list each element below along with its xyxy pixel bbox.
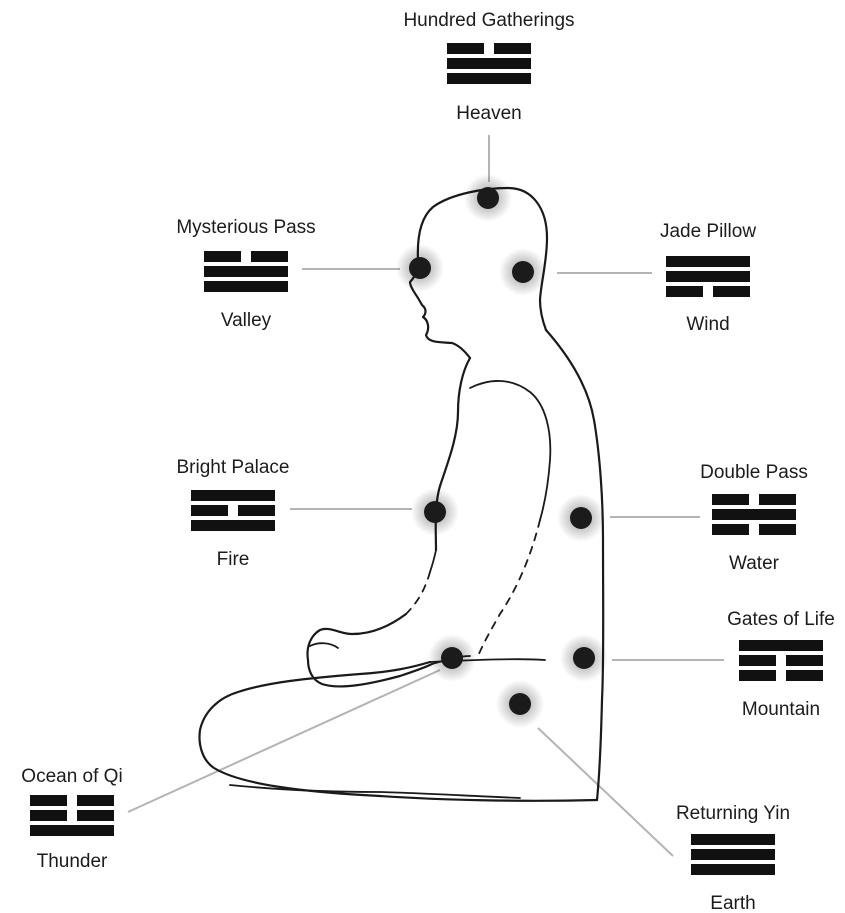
trigram-mysterious-pass [204, 251, 288, 292]
solid-line [204, 266, 288, 277]
point-label: Mysterious Pass [176, 217, 315, 238]
trigram-hundred-gatherings [447, 43, 531, 84]
broken-line-segment [739, 670, 776, 681]
dot-mysterious-pass [396, 244, 444, 292]
solid-line [204, 281, 288, 292]
trigram-label: Valley [221, 310, 272, 331]
broken-line-segment [786, 655, 823, 666]
solid-line [30, 825, 114, 836]
point-label: Returning Yin [676, 803, 790, 824]
trigram-gates-of-life [739, 640, 823, 681]
solid-line [447, 58, 531, 69]
point-label: Hundred Gatherings [403, 10, 574, 31]
solid-line [447, 73, 531, 84]
broken-line-segment [447, 43, 484, 54]
leader-returning-yin [538, 728, 673, 856]
trigram-ocean-of-qi [30, 795, 114, 836]
dot-ocean-of-qi [428, 634, 476, 682]
point-label: Gates of Life [727, 609, 835, 630]
dot-returning-yin [496, 680, 544, 728]
solid-line [712, 509, 796, 520]
leader-ocean-of-qi [128, 670, 440, 812]
energy-dots [396, 174, 608, 728]
trigram-label: Fire [217, 549, 250, 570]
broken-line-segment [204, 251, 241, 262]
broken-line-segment [77, 795, 114, 806]
trigram-label: Wind [686, 314, 729, 335]
trigram-label: Earth [710, 893, 755, 913]
dot-double-pass [557, 494, 605, 542]
dot-gates-of-life [560, 634, 608, 682]
dot-hundred-gatherings [464, 174, 512, 222]
broken-line-segment [786, 670, 823, 681]
solid-line [691, 849, 775, 860]
solid-line [191, 520, 275, 531]
broken-line-segment [739, 655, 776, 666]
broken-line-segment [238, 505, 275, 516]
trigram-returning-yin [691, 834, 775, 875]
broken-line-segment [712, 494, 749, 505]
broken-line-segment [30, 810, 67, 821]
trigram-jade-pillow [666, 256, 750, 297]
point-label: Bright Palace [176, 457, 289, 478]
trigram-label: Water [729, 553, 780, 574]
labels: Hundred Gatherings Heaven Jade Pillow Wi… [21, 10, 835, 913]
broken-line-segment [759, 494, 796, 505]
broken-line-segment [251, 251, 288, 262]
point-label: Ocean of Qi [21, 766, 122, 787]
broken-line-segment [191, 505, 228, 516]
broken-line-segment [77, 810, 114, 821]
trigram-bright-palace [191, 490, 275, 531]
solid-line [691, 864, 775, 875]
broken-line-segment [666, 286, 703, 297]
point-label: Double Pass [700, 462, 808, 483]
broken-line-segment [30, 795, 67, 806]
solid-line [666, 256, 750, 267]
solid-line [191, 490, 275, 501]
broken-line-segment [494, 43, 531, 54]
solid-line [739, 640, 823, 651]
trigram-label: Mountain [742, 699, 820, 720]
point-label: Jade Pillow [660, 221, 756, 242]
solid-line [666, 271, 750, 282]
broken-line-segment [712, 524, 749, 535]
broken-line-segment [759, 524, 796, 535]
solid-line [691, 834, 775, 845]
broken-line-segment [713, 286, 750, 297]
dot-bright-palace [411, 488, 459, 536]
dot-jade-pillow [499, 248, 547, 296]
trigram-label: Heaven [456, 103, 522, 124]
trigram-double-pass [712, 494, 796, 535]
trigram-symbols [30, 43, 823, 875]
trigram-label: Thunder [37, 851, 108, 872]
